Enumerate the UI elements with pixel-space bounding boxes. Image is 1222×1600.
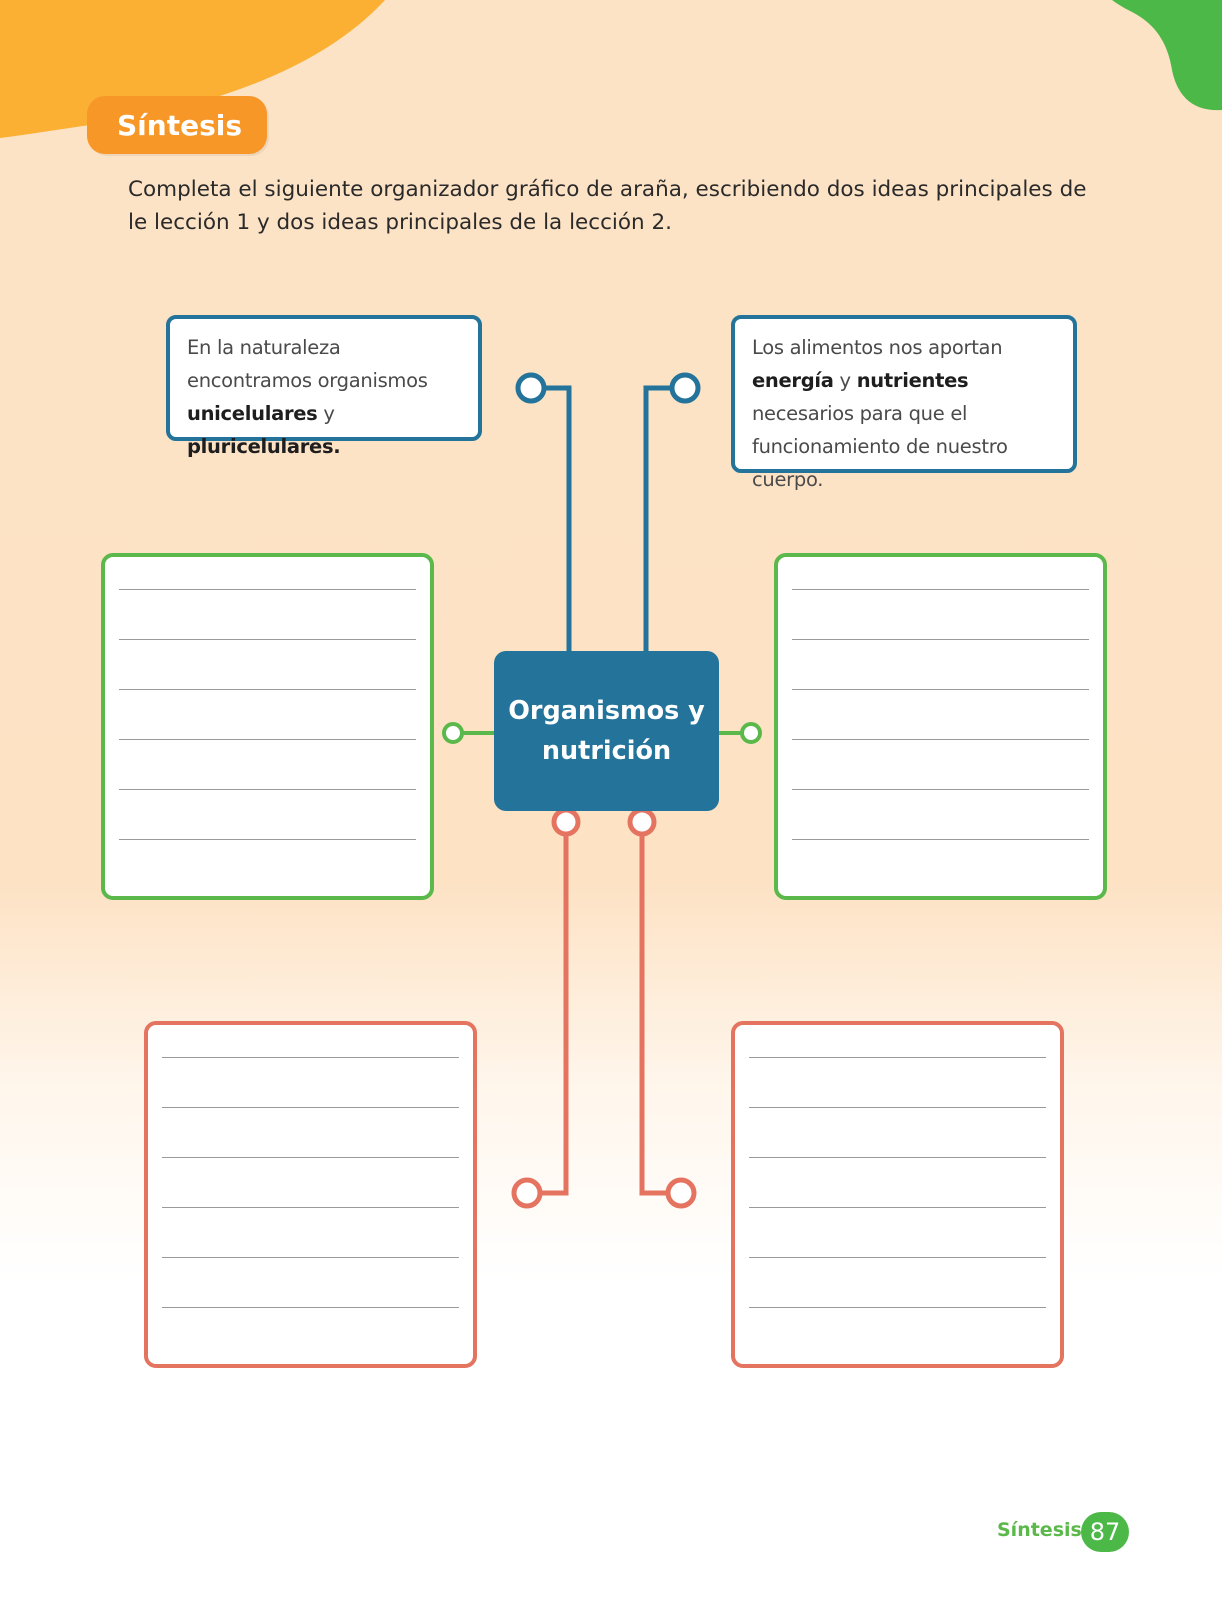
connector-node-top-right	[669, 372, 701, 404]
connector-node-bottom-right	[665, 1177, 697, 1209]
answer-writing-line	[749, 1057, 1046, 1058]
answer-writing-line	[162, 1207, 459, 1208]
answer-writing-line	[119, 739, 416, 740]
answer-writing-line	[792, 589, 1089, 590]
example-left-text-run: y	[317, 402, 335, 425]
green-corner-shape	[1112, 0, 1222, 111]
example-right-text-run: y	[833, 369, 857, 392]
answer-writing-line	[749, 1107, 1046, 1108]
connector-node-right	[740, 722, 762, 744]
example-left-text-run: unicelulares	[187, 402, 318, 425]
answer-writing-line	[162, 1307, 459, 1308]
example-left-text-run: En la naturaleza encontramos organismos	[187, 336, 428, 392]
answer-writing-line	[749, 1157, 1046, 1158]
answer-box-top-left[interactable]	[101, 553, 434, 900]
section-tab-label: Síntesis	[117, 108, 243, 142]
connector-node-bottom-left-top	[551, 807, 581, 837]
answer-writing-line	[119, 689, 416, 690]
answer-writing-line	[162, 1157, 459, 1158]
answer-writing-line	[749, 1257, 1046, 1258]
example-left-text-run: pluricelulares.	[187, 435, 341, 458]
answer-writing-line	[162, 1057, 459, 1058]
answer-writing-line	[792, 839, 1089, 840]
center-topic-title: Organismos y nutrición	[508, 696, 705, 766]
example-box-right: Los alimentos nos aportan energía y nutr…	[731, 315, 1077, 491]
example-right-text-run: nutrientes	[856, 369, 969, 392]
connector-node-bottom-left	[511, 1177, 543, 1209]
answer-writing-line	[792, 739, 1089, 740]
example-box-left: En la naturaleza encontramos organismos …	[166, 315, 482, 458]
connector-top-right	[643, 385, 670, 651]
answer-writing-line	[119, 839, 416, 840]
answer-writing-line	[792, 789, 1089, 790]
connector-top-left	[545, 385, 572, 651]
answer-writing-line	[792, 689, 1089, 690]
answer-writing-line	[749, 1207, 1046, 1208]
answer-writing-line	[119, 589, 416, 590]
connector-node-left	[442, 722, 464, 744]
footer-section-label: Síntesis	[997, 1519, 1082, 1541]
answer-box-bottom-left[interactable]	[144, 1021, 477, 1368]
connector-node-top-left	[515, 372, 547, 404]
answer-writing-line	[119, 789, 416, 790]
answer-box-bottom-right[interactable]	[731, 1021, 1064, 1368]
center-topic-box: Organismos y nutrición	[494, 651, 719, 811]
answer-writing-line	[119, 639, 416, 640]
connector-bottom-right	[639, 834, 666, 1196]
section-tab: Síntesis	[87, 96, 267, 154]
example-right-text-run: necesarios para que el funcionamiento de…	[752, 402, 1008, 491]
answer-writing-line	[162, 1257, 459, 1258]
answer-writing-line	[162, 1107, 459, 1108]
example-right-text-run: Los alimentos nos aportan	[752, 336, 1003, 359]
answer-writing-line	[749, 1307, 1046, 1308]
example-right-text-run: energía	[752, 369, 834, 392]
answer-writing-line	[792, 639, 1089, 640]
page-number-badge: 87	[1081, 1512, 1129, 1552]
instructions-text: Completa el siguiente organizador gráfic…	[128, 177, 1087, 235]
connector-bottom-left	[541, 834, 569, 1196]
connector-node-bottom-right-top	[627, 807, 657, 837]
answer-box-top-right[interactable]	[774, 553, 1107, 900]
